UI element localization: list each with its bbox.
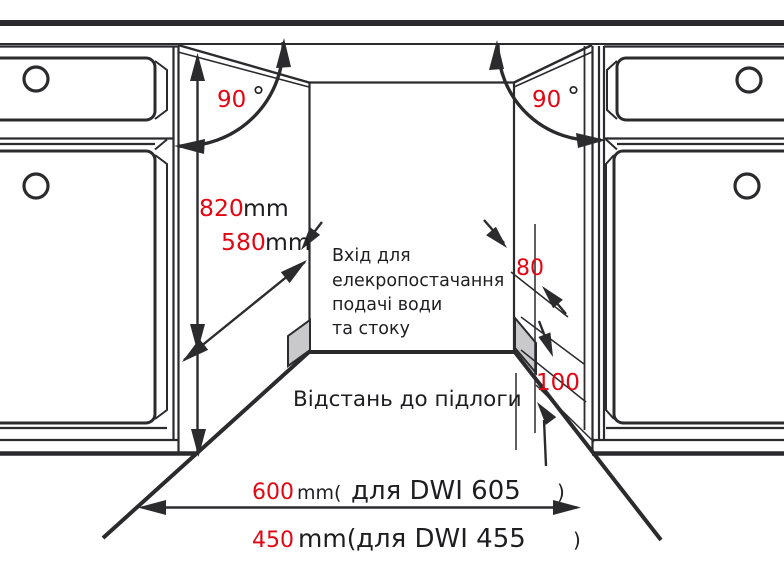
width2-model: для DWI 455	[356, 524, 526, 554]
floor-distance-note: Відстань до підлоги	[293, 387, 522, 412]
door-swing-left	[174, 38, 291, 154]
angle-right-unit: °	[567, 82, 580, 112]
right-door-front	[612, 149, 784, 425]
left-cabinet	[0, 45, 196, 456]
width1-model: для DWI 605	[351, 476, 521, 506]
inlet-note-line3: подачі води	[332, 295, 442, 315]
inlet-note-line1: Вхід для	[332, 246, 411, 266]
left-door-handle	[22, 172, 50, 200]
niche	[101, 43, 663, 542]
inlet-offset-value: 80	[516, 256, 544, 281]
depth-value: 580	[221, 228, 266, 256]
width2-close: )	[573, 528, 581, 552]
width2-unit: mm(	[298, 524, 356, 553]
depth-unit: mm	[265, 228, 311, 256]
height-value: 820	[199, 194, 244, 222]
angle-left-unit: °	[252, 82, 265, 112]
right-cabinet	[592, 45, 784, 456]
width2-value: 450	[252, 528, 294, 553]
right-wall-floor-edge	[512, 349, 663, 542]
left-utility-zone	[287, 318, 311, 368]
width1-unit: mm(	[297, 482, 341, 504]
right-drawer-bevel	[606, 60, 618, 120]
left-door-front	[0, 149, 157, 425]
dim-depth	[182, 221, 323, 362]
dim-height	[190, 53, 206, 457]
door-swing-right	[489, 40, 606, 148]
left-drawer-handle	[22, 65, 50, 93]
floor-gap-value: 100	[536, 370, 580, 396]
right-utility-zone	[514, 315, 537, 376]
angle-left-value: 90	[217, 87, 246, 113]
right-door-bevel	[605, 154, 615, 420]
labels: 90 ° 90 ° 820 mm 580 mm 80 100 Вхід для …	[199, 82, 581, 554]
right-drawer-front	[615, 56, 784, 122]
left-door-bevel	[154, 154, 168, 420]
countertop	[0, 20, 784, 45]
right-door-handle	[733, 172, 761, 200]
dim-width	[138, 500, 581, 515]
inlet-note-line2: елекропостачання	[332, 271, 504, 291]
width1-close: )	[557, 480, 565, 504]
inlet-note-line4: та стоку	[332, 319, 410, 339]
left-drawer-front	[0, 56, 157, 122]
utility-zones	[287, 315, 537, 376]
angle-right-value: 90	[532, 87, 561, 113]
height-unit: mm	[243, 194, 289, 222]
left-wall-floor-edge	[101, 350, 311, 540]
dim-inlet-detail	[483, 219, 595, 467]
right-drawer-handle	[735, 66, 763, 94]
left-drawer-bevel	[154, 60, 168, 120]
width1-value: 600	[252, 480, 294, 505]
